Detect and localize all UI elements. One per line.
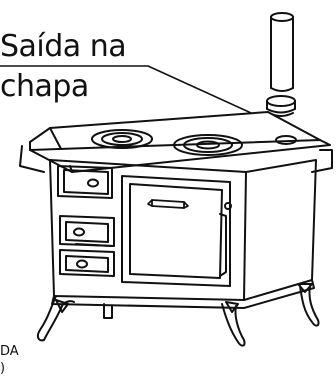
ash-door-upper	[59, 215, 115, 247]
towel-rail	[19, 145, 333, 173]
ash-door-lower	[59, 249, 115, 277]
stove-legs	[36, 283, 320, 347]
callout-leader-line	[0, 65, 263, 119]
cut-off-text-line2: )	[0, 361, 6, 376]
small-lid-right	[275, 135, 297, 145]
firebox-door	[57, 165, 113, 199]
chimney-pipe	[270, 12, 294, 92]
burner-left	[91, 129, 153, 149]
oven-door	[121, 175, 232, 287]
cut-off-text-line1: DA	[0, 344, 19, 359]
callout-label-line2: chapa	[0, 69, 89, 104]
callout-label-line1: Saída na	[0, 29, 127, 64]
cooktop-plate	[29, 111, 331, 173]
stove-body	[49, 159, 317, 309]
burner-right	[173, 134, 243, 156]
